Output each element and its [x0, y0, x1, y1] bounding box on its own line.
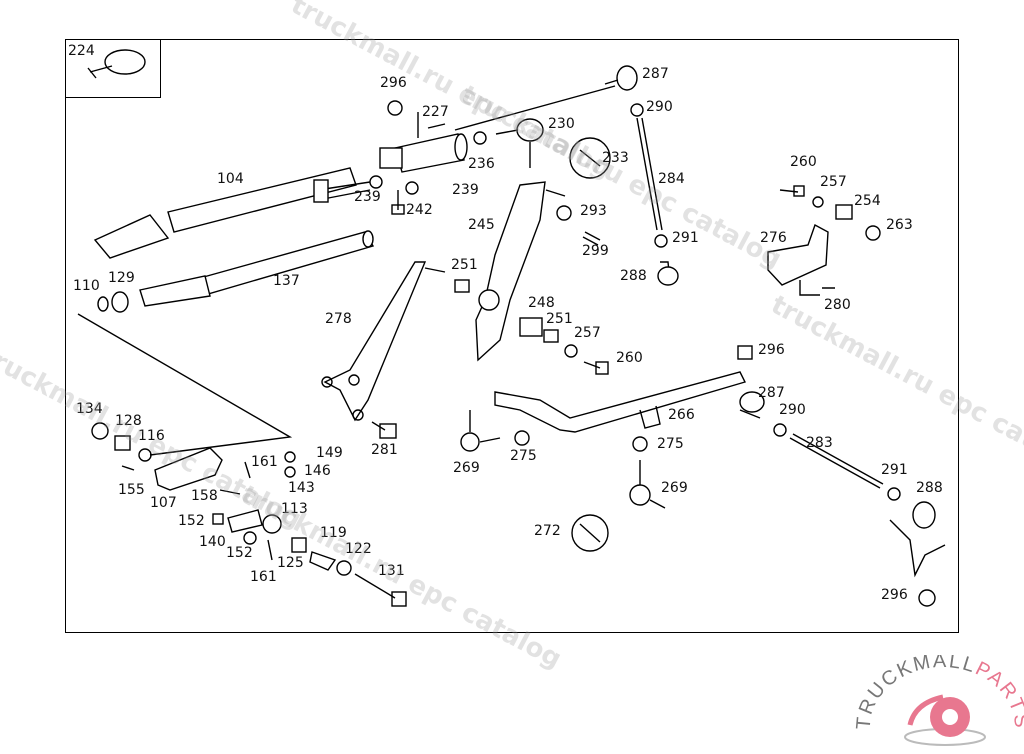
- part-number-label: 291: [672, 230, 699, 246]
- part-number-label: 269: [453, 460, 480, 476]
- part-number-label: 260: [616, 350, 643, 366]
- part-number-label: 269: [661, 480, 688, 496]
- part-number-label: 257: [820, 174, 847, 190]
- part-number-label: 245: [468, 217, 495, 233]
- part-number-label: 296: [758, 342, 785, 358]
- part-number-label: 296: [881, 587, 908, 603]
- part-number-label: 299: [582, 243, 609, 259]
- part-number-label: 224: [68, 43, 95, 59]
- part-number-label: 239: [354, 189, 381, 205]
- part-number-label: 290: [779, 402, 806, 418]
- part-number-label: 263: [886, 217, 913, 233]
- part-number-label: 291: [881, 462, 908, 478]
- part-number-label: 104: [217, 171, 244, 187]
- rod-137: [97, 230, 375, 313]
- part-number-label: 107: [150, 495, 177, 511]
- part-number-label: 254: [854, 193, 881, 209]
- truckmallparts-logo: TRUCKMALLPARTS: [853, 650, 1024, 750]
- bracket-245: [475, 181, 601, 362]
- part-number-label: 296: [380, 75, 407, 91]
- diagram-frame: [65, 39, 959, 633]
- part-number-label: 227: [422, 104, 449, 120]
- part-number-label: 143: [288, 480, 315, 496]
- part-number-label: 257: [574, 325, 601, 341]
- ball-joint-230: [454, 65, 644, 179]
- relay-lever-266: [494, 345, 753, 452]
- part-number-label: 290: [646, 99, 673, 115]
- part-number-label: 280: [824, 297, 851, 313]
- part-number-label: 283: [806, 435, 833, 451]
- part-number-label: 251: [451, 257, 478, 273]
- part-number-label: 116: [138, 428, 165, 444]
- cylinder-227: [369, 100, 468, 215]
- part-number-label: 152: [226, 545, 253, 561]
- part-number-label: 119: [320, 525, 347, 541]
- part-number-label: 278: [325, 311, 352, 327]
- part-number-label: 293: [580, 203, 607, 219]
- part-number-label: 284: [658, 171, 685, 187]
- part-number-label: 113: [281, 501, 308, 517]
- part-number-label: 251: [546, 311, 573, 327]
- part-number-label: 242: [406, 202, 433, 218]
- part-number-label: 152: [178, 513, 205, 529]
- part-number-label: 272: [534, 523, 561, 539]
- part-number-label: 288: [620, 268, 647, 284]
- part-number-label: 275: [657, 436, 684, 452]
- part-number-label: 239: [452, 182, 479, 198]
- strut-104: [93, 167, 371, 259]
- tie-rod-283: [739, 391, 946, 607]
- logo-text-accent: PARTS: [972, 658, 1024, 731]
- part-number-label: 140: [199, 534, 226, 550]
- part-number-label: 122: [345, 541, 372, 557]
- inset-box-224: [65, 39, 161, 98]
- cable-tie-part: [87, 49, 146, 79]
- part-number-label: 266: [668, 407, 695, 423]
- part-number-label: 276: [760, 230, 787, 246]
- part-number-label: 288: [916, 480, 943, 496]
- tie-rod-284: [636, 117, 679, 286]
- part-number-label: 149: [316, 445, 343, 461]
- bracket-276: [767, 185, 881, 296]
- part-number-label: 230: [548, 116, 575, 132]
- part-number-label: 233: [602, 150, 629, 166]
- bushings: [454, 279, 609, 375]
- part-number-label: 287: [642, 66, 669, 82]
- part-number-label: 260: [790, 154, 817, 170]
- part-number-label: 158: [191, 488, 218, 504]
- lower-assembly: [77, 313, 407, 607]
- part-number-label: 155: [118, 482, 145, 498]
- part-number-label: 134: [76, 401, 103, 417]
- part-number-label: 129: [108, 270, 135, 286]
- part-number-label: 287: [758, 385, 785, 401]
- part-number-label: 110: [73, 278, 100, 294]
- part-number-label: 236: [468, 156, 495, 172]
- lever-278: [321, 261, 446, 439]
- part-number-label: 281: [371, 442, 398, 458]
- part-number-label: 275: [510, 448, 537, 464]
- part-number-label: 131: [378, 563, 405, 579]
- part-number-label: 146: [304, 463, 331, 479]
- part-number-label: 137: [273, 273, 300, 289]
- part-number-label: 161: [250, 569, 277, 585]
- ball-joint-269: [460, 410, 666, 552]
- part-number-label: 125: [277, 555, 304, 571]
- part-number-label: 161: [251, 454, 278, 470]
- part-number-label: 248: [528, 295, 555, 311]
- part-number-label: 128: [115, 413, 142, 429]
